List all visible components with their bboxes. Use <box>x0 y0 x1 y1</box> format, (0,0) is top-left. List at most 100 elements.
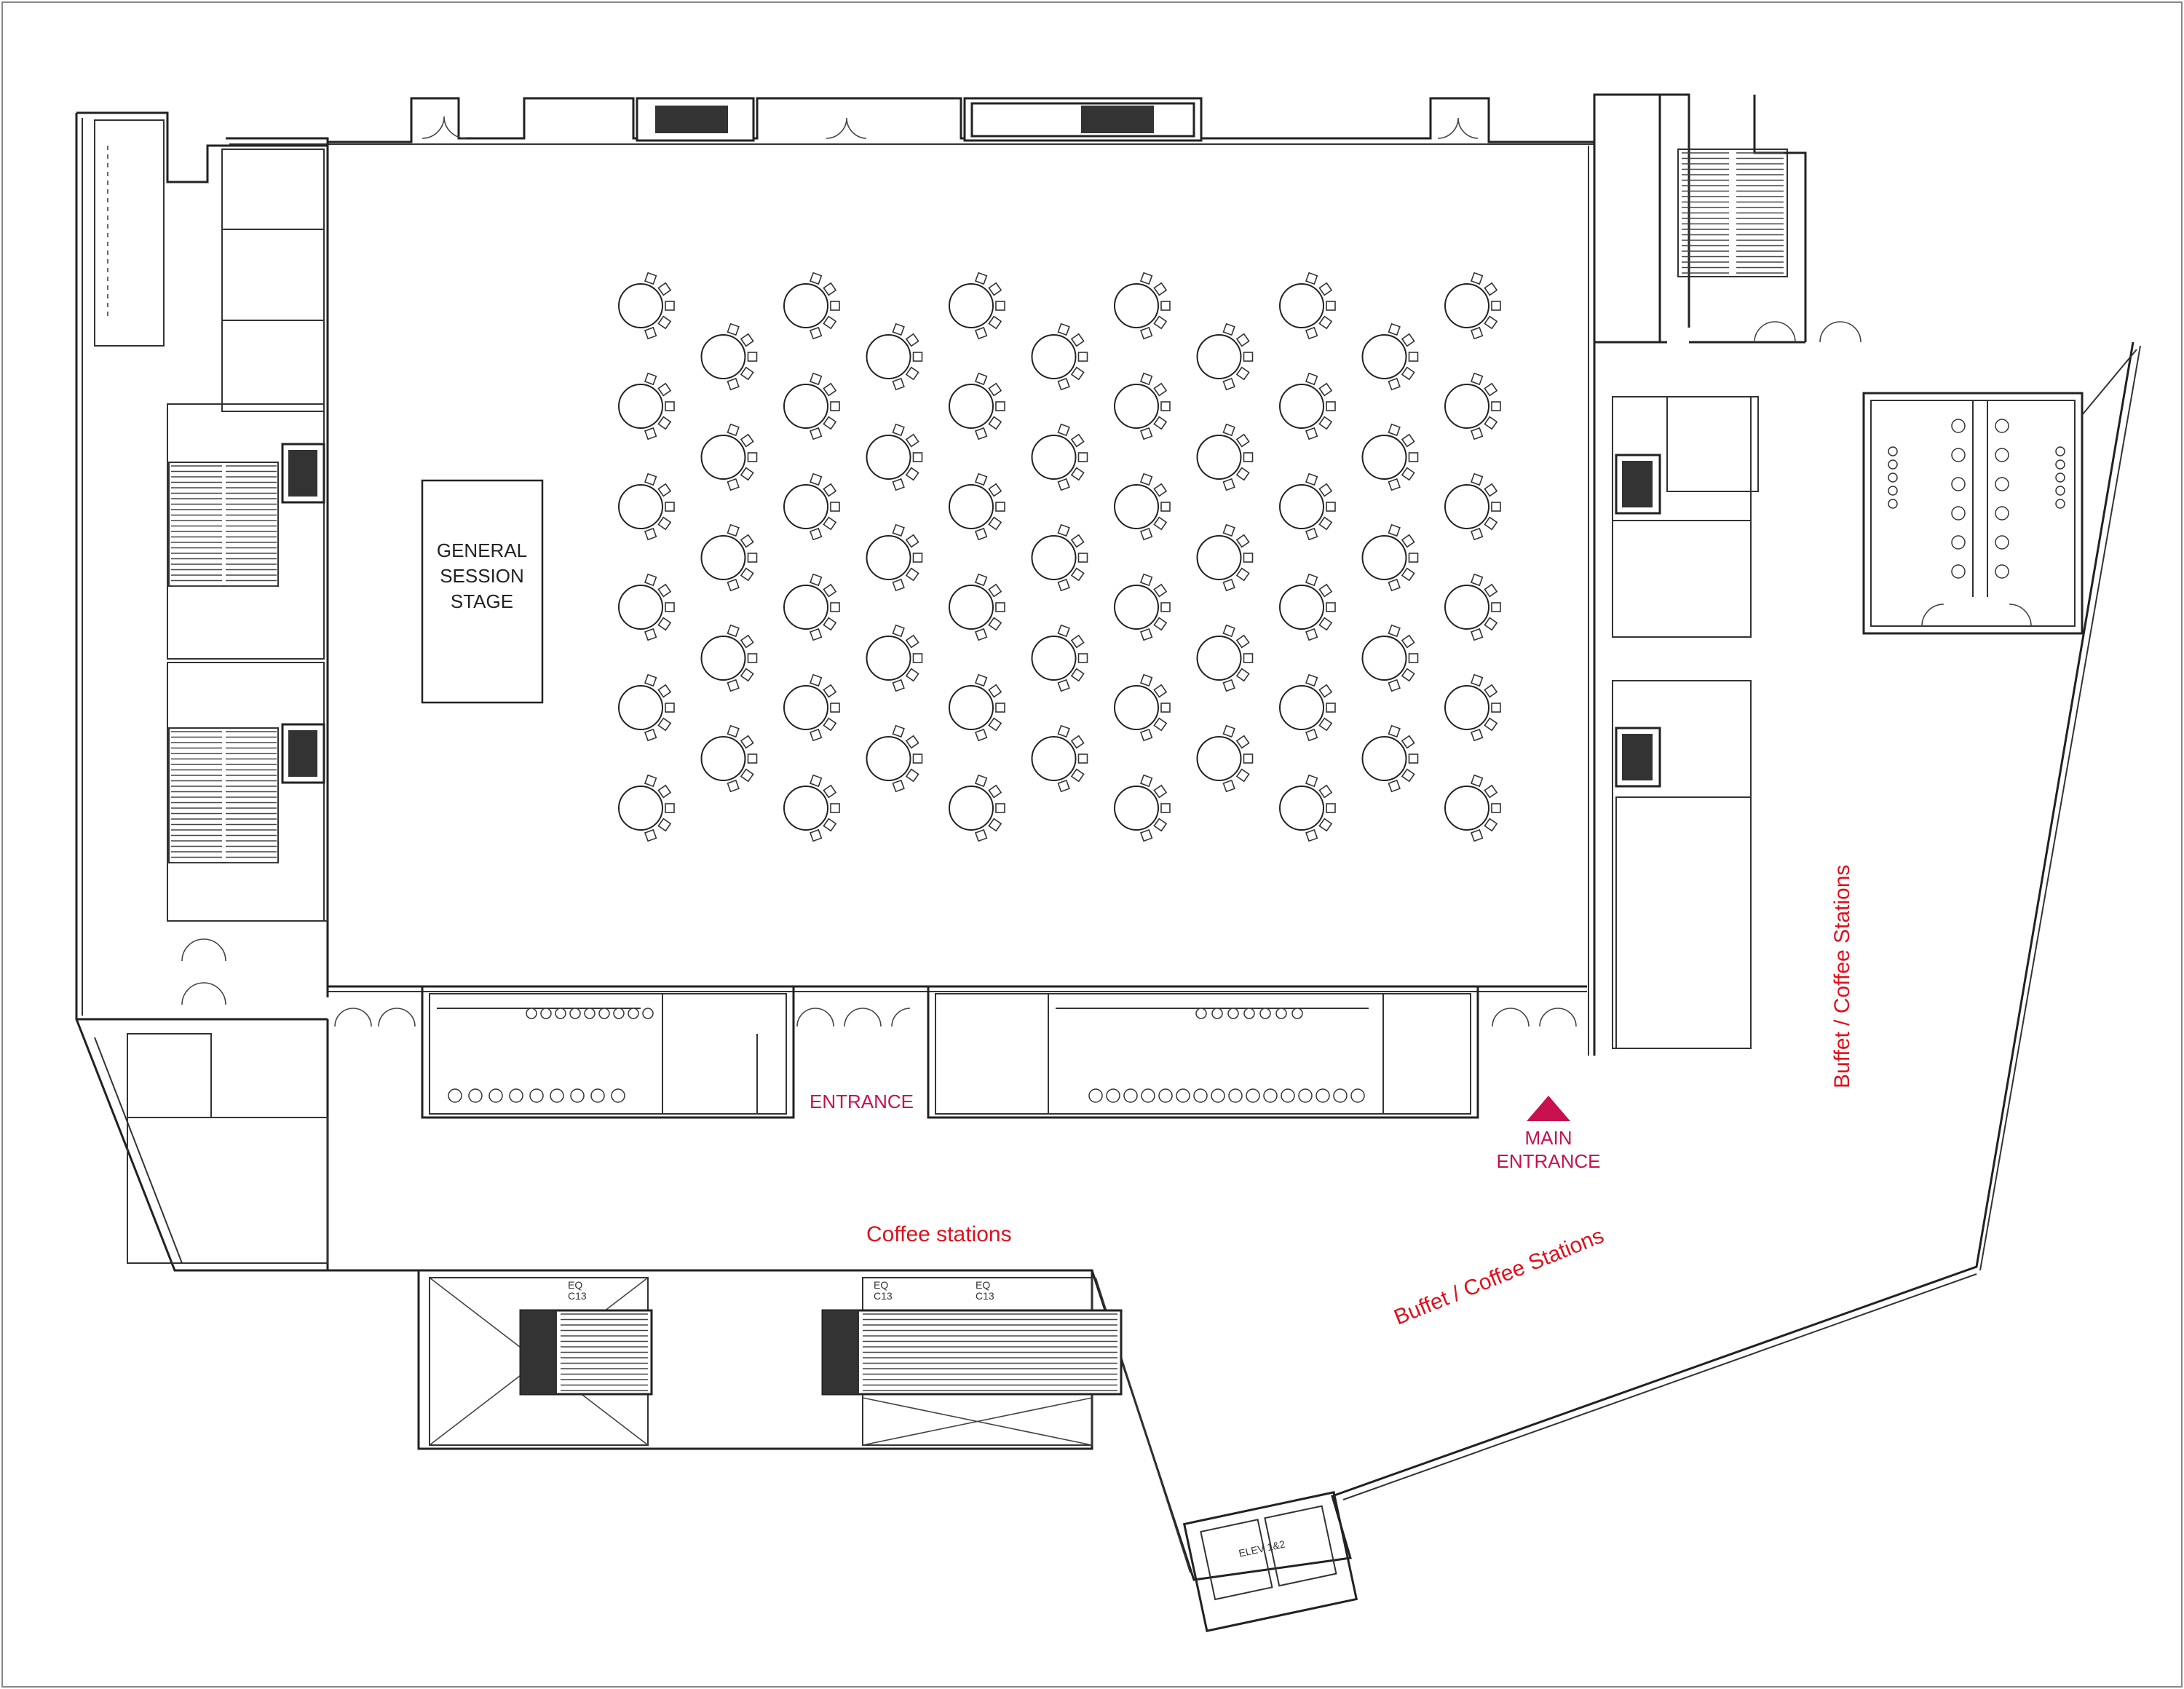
chair <box>823 784 837 799</box>
chair <box>1401 467 1415 481</box>
sink-icon <box>584 1008 596 1019</box>
table-top <box>618 283 663 328</box>
chair <box>1153 617 1168 631</box>
round-table <box>1444 573 1501 641</box>
round-table <box>1361 624 1419 692</box>
chair <box>1139 628 1153 641</box>
sink-icon <box>1211 1008 1223 1019</box>
table-top <box>783 384 828 429</box>
chair <box>644 326 657 340</box>
chair <box>740 668 754 682</box>
chair <box>1401 634 1415 649</box>
round-table <box>1444 673 1501 742</box>
round-table <box>949 472 1005 541</box>
chair <box>1070 668 1085 682</box>
chair <box>995 301 1005 311</box>
chair <box>1235 333 1250 347</box>
chair <box>809 828 823 842</box>
main-entrance-label-line2: ENTRANCE <box>1496 1150 1600 1172</box>
table-top <box>1444 283 1489 328</box>
round-table <box>1114 272 1171 340</box>
chair <box>1222 724 1235 738</box>
round-table <box>949 372 1005 440</box>
sink-icon <box>1888 459 1898 470</box>
chair <box>740 567 754 582</box>
chair <box>1077 653 1088 663</box>
chair <box>988 818 1002 832</box>
chair <box>823 282 837 296</box>
chair <box>823 583 837 598</box>
round-table <box>618 774 675 842</box>
chair <box>1388 779 1401 793</box>
round-table <box>1114 573 1171 641</box>
chair <box>1484 516 1498 531</box>
chair <box>665 703 675 713</box>
table-top <box>1279 585 1324 630</box>
round-table <box>618 472 675 541</box>
round-table <box>1279 573 1336 641</box>
chair <box>747 352 758 362</box>
chair <box>892 624 905 638</box>
chair <box>1318 516 1333 531</box>
chair <box>1070 333 1085 347</box>
round-table <box>700 423 758 491</box>
chair <box>823 617 837 631</box>
chair <box>1070 735 1085 749</box>
chair <box>740 433 754 448</box>
chair <box>1305 527 1318 541</box>
left-stairs <box>171 465 277 863</box>
chair <box>657 583 672 598</box>
chair <box>1484 583 1498 598</box>
chair <box>657 416 672 430</box>
sink-icon <box>613 1008 625 1019</box>
chair <box>988 684 1002 698</box>
table-top <box>1031 736 1077 781</box>
chair <box>644 728 657 742</box>
chair <box>1401 768 1415 783</box>
chair <box>740 333 754 347</box>
chair <box>1305 272 1318 285</box>
toilet-icon <box>1350 1088 1365 1103</box>
chair <box>1153 684 1168 698</box>
chair <box>1484 684 1498 698</box>
toilet-icon <box>1263 1088 1278 1103</box>
chair <box>644 573 657 587</box>
chair <box>727 578 740 592</box>
table-top <box>866 535 911 580</box>
chair <box>974 728 988 742</box>
toilet-icon <box>1281 1088 1295 1103</box>
round-table <box>700 323 758 391</box>
toilet-icon <box>1176 1088 1190 1103</box>
round-table <box>1361 423 1419 491</box>
table-top <box>949 484 994 529</box>
table-top <box>618 786 663 831</box>
chair <box>1235 567 1250 582</box>
chair <box>995 401 1005 411</box>
round-table <box>618 573 675 641</box>
toilet-icon <box>1088 1088 1103 1103</box>
table-top <box>1279 384 1324 429</box>
toilet-icon <box>529 1088 544 1103</box>
chair <box>747 653 758 663</box>
chair <box>644 527 657 541</box>
chair <box>995 703 1005 713</box>
chair <box>1243 753 1254 764</box>
coffee-stations-label: Coffee stations <box>866 1222 1012 1246</box>
toilet-icon <box>1193 1088 1208 1103</box>
table-top <box>949 585 994 630</box>
chair <box>1222 624 1235 638</box>
round-table <box>1444 372 1501 440</box>
table-top <box>1444 685 1489 730</box>
chair <box>1491 301 1501 311</box>
chair <box>657 516 672 531</box>
chair <box>727 624 740 638</box>
table-top <box>1196 334 1242 379</box>
chair <box>1305 326 1318 340</box>
toilet-icon <box>468 1088 483 1103</box>
chair <box>1222 377 1235 391</box>
toilet-icon <box>488 1088 503 1103</box>
table-top <box>1361 435 1407 480</box>
chair <box>1470 774 1484 788</box>
round-table <box>1361 523 1419 592</box>
chair <box>809 472 823 486</box>
